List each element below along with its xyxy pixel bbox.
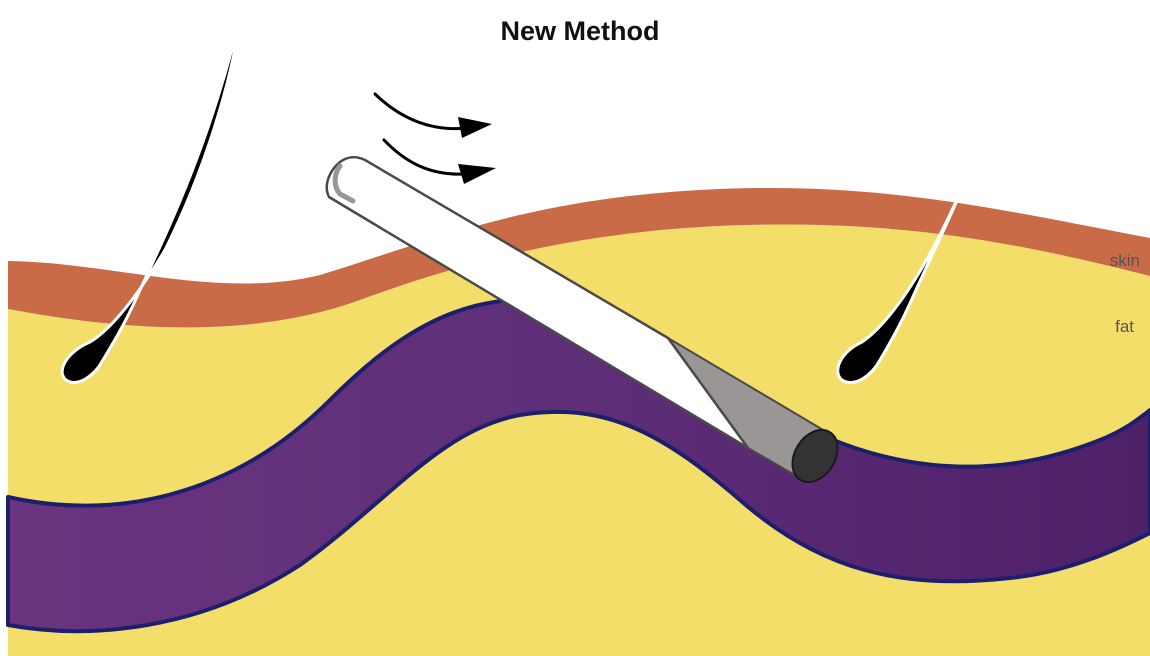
diagram-title: New Method [501,16,660,46]
fat-label: fat [1115,317,1134,336]
skin-label: skin [1110,251,1140,270]
